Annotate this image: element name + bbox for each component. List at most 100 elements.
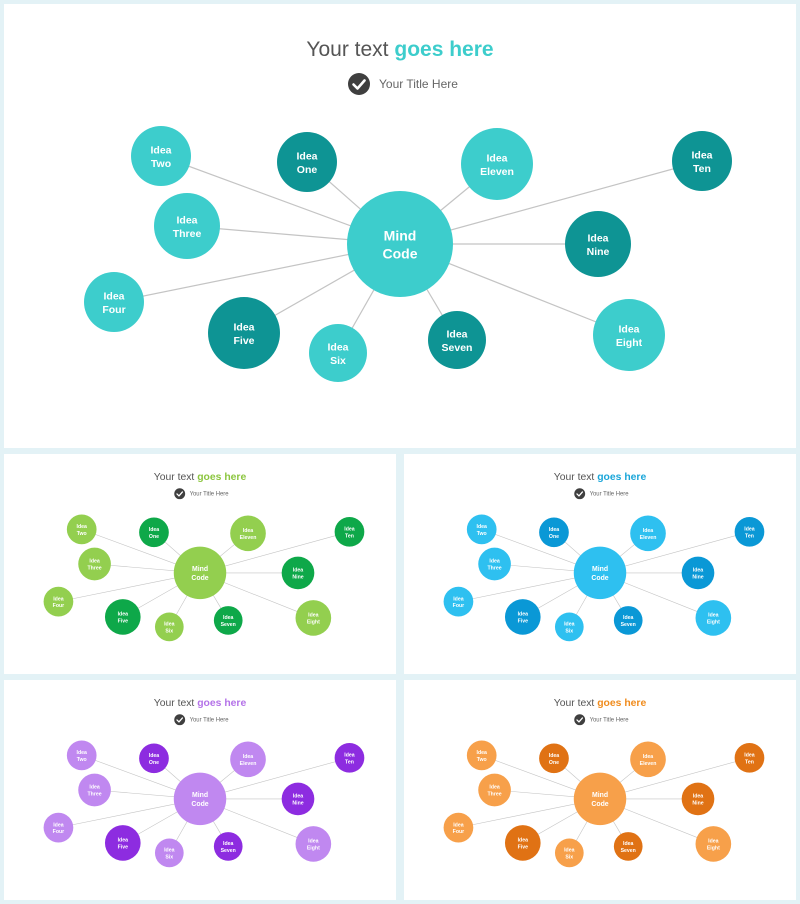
idea-label-eight-line1: Idea (308, 613, 318, 619)
idea-label-two-line1: Idea (150, 144, 171, 156)
idea-label-one-line2: One (149, 534, 159, 540)
idea-label-four-line1: Idea (453, 596, 463, 602)
idea-label-seven-line2: Seven (621, 622, 636, 628)
idea-circle-nine (681, 782, 715, 816)
center-label-line2: Code (591, 575, 608, 582)
idea-label-two-line1: Idea (77, 524, 87, 530)
idea-label-two-line1: Idea (77, 750, 87, 756)
idea-circle-eleven (230, 741, 266, 778)
headline: Your text goes here (554, 472, 647, 483)
idea-circle-nine (281, 556, 315, 590)
center-circle (573, 546, 627, 600)
idea-circle-seven (613, 606, 643, 635)
idea-circle-two (66, 740, 97, 771)
idea-label-six-line2: Six (330, 355, 346, 367)
idea-label-one-line2: One (549, 760, 559, 766)
idea-label-six-line2: Six (565, 854, 573, 860)
idea-label-ten-line2: Ten (345, 533, 354, 539)
idea-label-four-line1: Idea (53, 596, 63, 602)
idea-label-one-line1: Idea (149, 753, 159, 759)
idea-label-ten-line1: Idea (744, 527, 754, 533)
idea-label-one-line2: One (149, 760, 159, 766)
center-circle (573, 772, 627, 826)
idea-circle-four (443, 812, 474, 843)
idea-label-five-line1: Idea (233, 321, 254, 333)
idea-label-ten-line2: Ten (693, 163, 711, 175)
idea-circle-six (309, 324, 367, 382)
idea-label-six-line1: Idea (164, 848, 174, 854)
idea-circle-one (277, 132, 337, 192)
idea-circle-one (139, 743, 169, 774)
idea-label-eight-line1: Idea (308, 839, 318, 845)
idea-label-eleven-line1: Idea (643, 754, 653, 760)
idea-label-nine-line1: Idea (587, 232, 608, 244)
idea-circle-six (554, 838, 584, 868)
center-label-line2: Code (191, 801, 208, 808)
idea-label-one-line2: One (549, 534, 559, 540)
idea-label-three-line2: Three (488, 791, 502, 797)
headline-prefix: Your text (154, 698, 195, 709)
idea-label-three-line1: Idea (489, 559, 499, 565)
idea-label-seven-line2: Seven (621, 848, 636, 854)
check-circle-icon (348, 73, 370, 95)
idea-circle-three (478, 773, 511, 807)
idea-label-eight-line2: Eight (707, 619, 720, 625)
idea-label-two-line2: Two (477, 757, 487, 763)
idea-circle-one (139, 517, 169, 548)
idea-label-six-line1: Idea (164, 622, 174, 628)
idea-label-five-line2: Five (118, 844, 128, 850)
idea-label-three-line2: Three (173, 228, 202, 240)
idea-circle-nine (565, 211, 631, 277)
idea-label-five-line2: Five (118, 618, 128, 624)
headline-highlight: goes here (197, 698, 246, 709)
idea-label-ten-line2: Ten (345, 759, 354, 765)
center-label-line1: Mind (192, 566, 208, 573)
check-circle-icon (574, 714, 586, 726)
idea-circle-two (131, 126, 191, 186)
idea-circle-two (66, 514, 97, 545)
idea-label-ten-line2: Ten (745, 759, 754, 765)
subtitle: Your Title Here (590, 492, 630, 498)
idea-label-seven-line2: Seven (221, 848, 236, 854)
center-label-line1: Mind (592, 566, 608, 573)
idea-label-four-line2: Four (53, 603, 65, 609)
idea-circle-three (478, 547, 511, 581)
idea-label-five-line1: Idea (518, 838, 528, 844)
idea-circle-two (466, 740, 497, 771)
idea-label-one-line1: Idea (149, 527, 159, 533)
idea-label-five-line1: Idea (118, 838, 128, 844)
idea-label-ten-line1: Idea (691, 149, 712, 161)
idea-circle-five (504, 599, 541, 635)
idea-label-eleven-line1: Idea (243, 754, 253, 760)
